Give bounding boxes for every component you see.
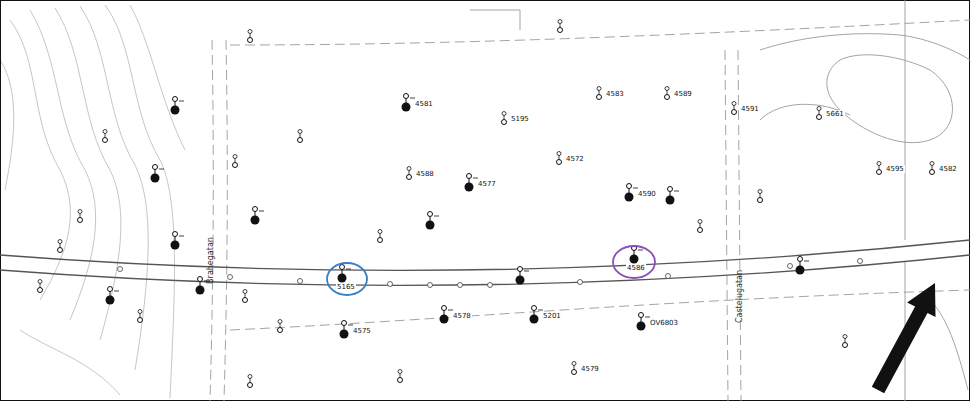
highlight-circle <box>327 263 367 295</box>
tree-number: 4572 <box>565 155 585 163</box>
street-boundary <box>210 20 970 401</box>
tree-number: 4577 <box>477 180 497 188</box>
tree-number: 4586 <box>626 264 646 272</box>
tree-number: 5201 <box>542 312 562 320</box>
tree-number: 4591 <box>740 105 760 113</box>
tree-number: 5195 <box>510 115 530 123</box>
tree-symbols <box>38 20 935 388</box>
tree-number: 4595 <box>885 165 905 173</box>
tree-number: 5661 <box>825 110 845 118</box>
road-line <box>0 240 970 285</box>
path-outline <box>470 0 970 401</box>
tree-number: 4582 <box>938 165 958 173</box>
tree-number: 4590 <box>637 190 657 198</box>
pointer-arrow <box>872 283 936 393</box>
tree-number: 4588 <box>415 170 435 178</box>
tree-number: 4583 <box>605 90 625 98</box>
tree-number: 4581 <box>414 100 434 108</box>
road-marker <box>118 259 863 288</box>
street-name: Brahegatan <box>206 236 215 285</box>
tree-number: 4578 <box>452 312 472 320</box>
tree-number: 4579 <box>580 365 600 373</box>
highlight-circle <box>613 246 655 278</box>
tree-number: OV6803 <box>649 319 679 327</box>
contour-lines <box>0 5 185 398</box>
tree-number: 4589 <box>673 90 693 98</box>
tree-number: 5165 <box>336 283 356 291</box>
tree-number: 4575 <box>352 327 372 335</box>
street-name: Castelugatan <box>735 269 744 324</box>
